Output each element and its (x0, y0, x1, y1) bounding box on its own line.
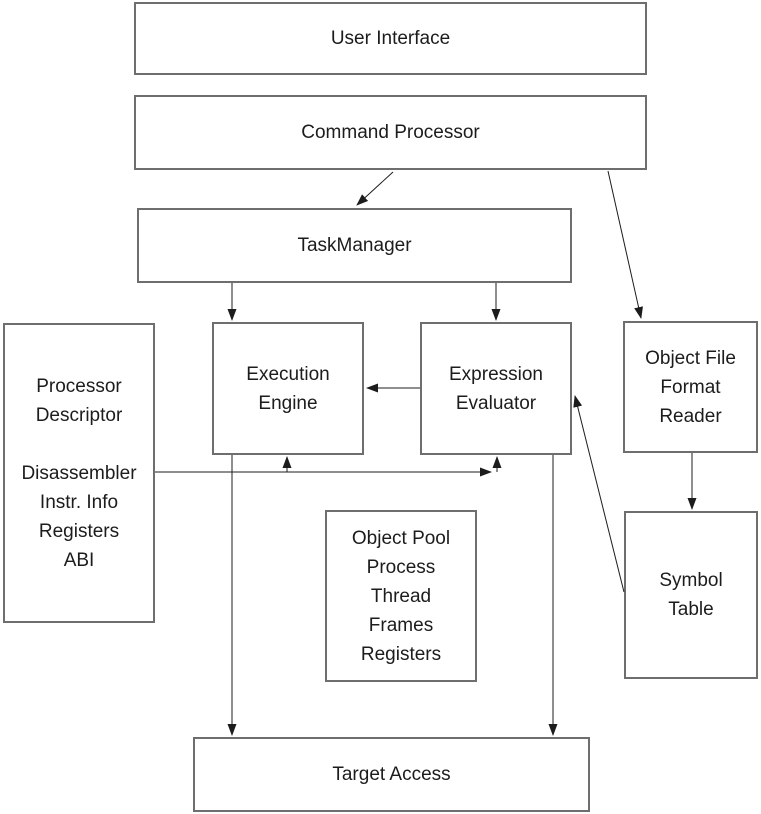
node-processor-descriptor-label: Registers (38, 520, 120, 542)
node-execution-engine-label: Engine (258, 392, 318, 414)
node-object-pool-label: Object Pool (351, 527, 451, 549)
node-command-processor: Command Processor (134, 95, 647, 170)
node-object-file-format-reader-label: Format (660, 376, 721, 398)
node-object-file-format-reader-label: Reader (659, 405, 722, 427)
node-expression-evaluator-label: Evaluator (455, 392, 537, 414)
node-task-manager: TaskManager (137, 208, 572, 283)
node-processor-descriptor-label: ABI (63, 549, 95, 571)
node-object-pool-label: Frames (368, 614, 434, 636)
edge-command-processor-to-task-manager (356, 171, 394, 206)
node-object-file-format-reader-label: Object File (645, 347, 736, 369)
node-object-pool-label: Thread (370, 585, 432, 607)
node-object-pool-label: Registers (360, 643, 442, 665)
node-processor-descriptor-label: Descriptor (35, 404, 123, 426)
node-processor-descriptor-label: Instr. Info (39, 491, 119, 513)
node-object-pool-label: Process (366, 556, 436, 578)
node-user-interface: User Interface (134, 2, 647, 75)
node-execution-engine-label: Execution (246, 363, 330, 385)
edge-symbol-table-to-expression-evaluator (573, 395, 625, 593)
node-command-processor-label: Command Processor (301, 122, 480, 143)
node-processor-descriptor-label: Processor (36, 375, 122, 397)
node-user-interface-label: User Interface (330, 28, 451, 49)
node-symbol-table-label: Table (668, 599, 714, 620)
node-task-manager-label: TaskManager (297, 235, 412, 256)
node-target-access: Target Access (193, 737, 590, 812)
edge-command-processor-to-object-file-reader (607, 170, 643, 319)
node-target-access-label: Target Access (332, 764, 451, 785)
node-symbol-table-label: Symbol (659, 570, 723, 591)
node-processor-descriptor-label: Disassembler (21, 462, 137, 484)
node-expression-evaluator-label: Expression (449, 363, 543, 385)
